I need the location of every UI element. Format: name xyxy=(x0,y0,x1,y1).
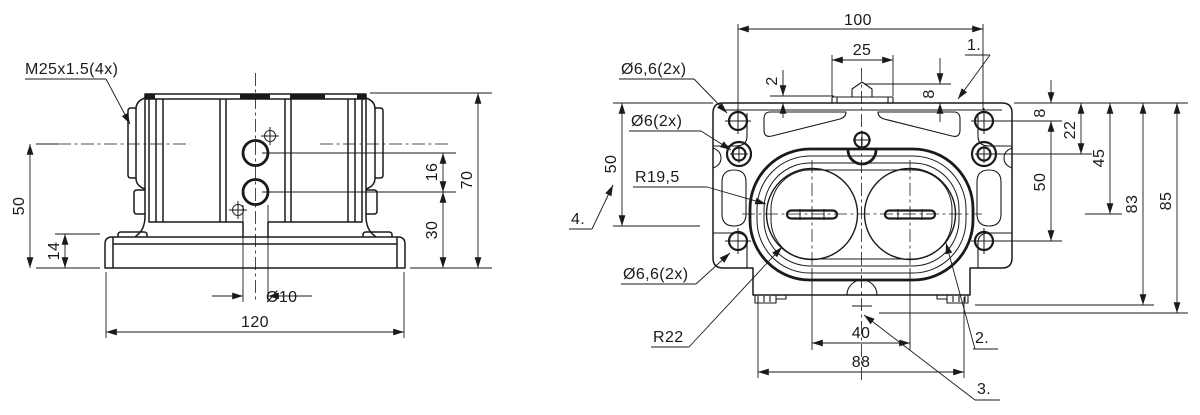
top-dim-50-left-text: 50 xyxy=(603,155,620,174)
top-callout-1-leader xyxy=(957,54,991,100)
front-dim-50-text: 50 xyxy=(11,197,28,216)
top-callout-2-leader xyxy=(945,242,976,350)
top-boss-radius-label: R22 xyxy=(653,329,684,346)
front-dim-14-text: 14 xyxy=(46,242,63,261)
top-callout-2-text: 2. xyxy=(975,330,989,347)
front-view: M25x1.5(4x) 50 14 16 30 70 Ø10 120 xyxy=(11,61,492,338)
top-hole-crosses xyxy=(725,108,997,254)
top-dim-22-text: 22 xyxy=(1062,121,1079,140)
top-bore-radius-label: R19,5 xyxy=(635,169,680,186)
top-side-holes-label: Ø6(2x) xyxy=(631,113,682,130)
top-callout-4-text: 4. xyxy=(571,211,585,228)
top-dim-8-right-text: 8 xyxy=(1032,108,1049,117)
front-dim-16-text: 16 xyxy=(424,163,441,182)
top-dim-25-text: 25 xyxy=(853,42,872,59)
top-boss-center-collar xyxy=(846,149,878,166)
top-centerlines xyxy=(742,68,982,380)
front-small-holes xyxy=(229,127,279,219)
front-dim-120-text: 120 xyxy=(241,314,269,331)
front-dim-70-text: 70 xyxy=(459,171,476,190)
top-callout-3-text: 3. xyxy=(977,381,991,398)
front-thread-leader xyxy=(105,78,131,125)
top-corner-holes-bottom-label: Ø6,6(2x) xyxy=(623,266,688,283)
top-dim-45-text: 45 xyxy=(1091,149,1108,168)
top-side-holes-leader xyxy=(700,130,732,151)
top-dim-8-tab-text: 8 xyxy=(921,89,938,98)
top-dim-50-right-text: 50 xyxy=(1032,173,1049,192)
front-extension-lines xyxy=(25,78,492,338)
top-extension-lines xyxy=(569,24,1188,401)
front-part-outline xyxy=(104,93,406,269)
top-dim-2-text: 2 xyxy=(764,76,781,85)
top-corner-holes-top-leader xyxy=(693,78,728,114)
top-dim-83-text: 83 xyxy=(1124,195,1141,214)
top-side-hole-left-boss xyxy=(725,140,753,168)
front-dim-hole-text: Ø10 xyxy=(266,289,297,306)
top-dim-100-text: 100 xyxy=(844,12,872,29)
front-centerlines xyxy=(58,73,448,303)
top-dim-88-text: 88 xyxy=(852,354,871,371)
top-dim-40-text: 40 xyxy=(852,325,871,342)
front-dim-30-text: 30 xyxy=(424,221,441,240)
top-callout-3-leader xyxy=(863,314,976,401)
top-dim-85-text: 85 xyxy=(1158,192,1175,211)
top-view: 100 25 2 8 1. Ø6,6(2x) Ø6(2x) R19,5 Ø6,6… xyxy=(569,12,1188,401)
top-bore-radius-leader xyxy=(706,186,767,205)
top-boss-radius-leader xyxy=(688,246,783,348)
top-slot-ticks xyxy=(799,209,923,220)
front-thread-label: M25x1.5(4x) xyxy=(25,61,118,78)
top-corner-holes-top-label: Ø6,6(2x) xyxy=(621,61,686,78)
top-corner-holes-bottom-leader xyxy=(695,252,731,285)
top-callout-4-leader xyxy=(591,184,614,230)
top-callout-1-text: 1. xyxy=(967,37,981,54)
